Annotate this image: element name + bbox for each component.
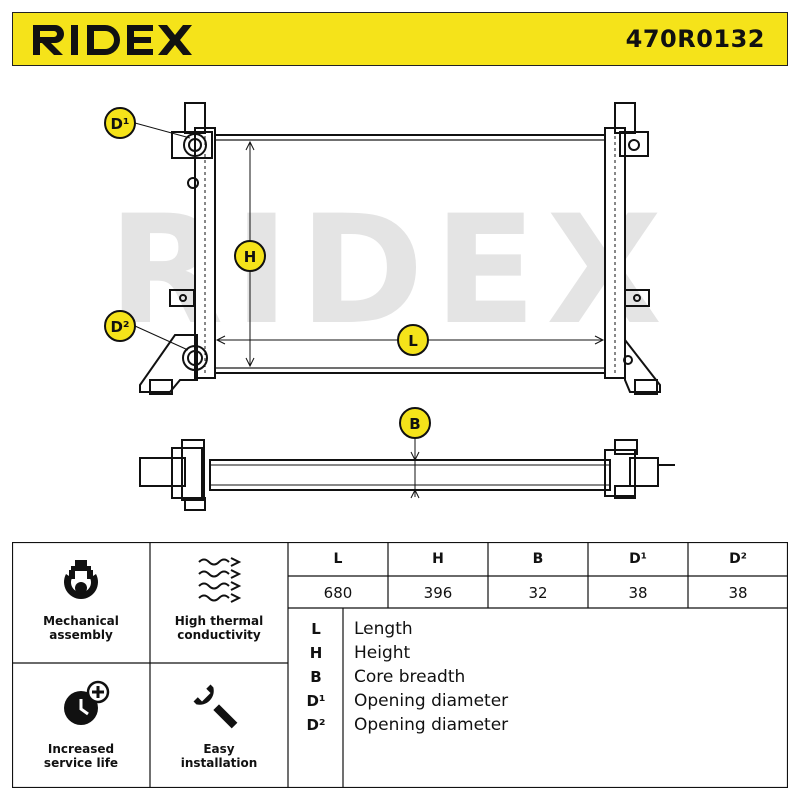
svg-text:H: H <box>244 248 257 266</box>
legend-desc: Core breadth <box>354 667 466 687</box>
dim-header-d2: D² <box>729 551 747 567</box>
dim-header-b: B <box>532 551 544 567</box>
dim-header-h: H <box>432 551 444 567</box>
side-view-core <box>209 459 611 491</box>
dim-header-l: L <box>333 551 343 567</box>
service-life-icon <box>64 680 110 725</box>
legend-desc: Length <box>354 619 413 639</box>
legend-key: B <box>310 668 322 686</box>
dim-value-d2: 38 <box>728 584 748 602</box>
mechanical-assembly-icon <box>64 560 98 599</box>
svg-text:B: B <box>409 415 420 433</box>
dim-value-h: 396 <box>423 584 453 602</box>
callout-d1: D¹ <box>104 107 136 139</box>
outlet-d2 <box>182 345 208 371</box>
thermal-icon <box>198 557 242 603</box>
dim-value-d1: 38 <box>628 584 648 602</box>
watermark: RIDEX <box>108 184 672 358</box>
wrench-icon <box>193 684 238 729</box>
legend-key: D² <box>306 716 326 734</box>
dim-value-b: 32 <box>528 584 548 602</box>
dim-header-d1: D¹ <box>629 551 647 567</box>
legend-desc: Height <box>354 643 411 663</box>
technical-drawing: RIDEX <box>0 66 800 542</box>
callout-h: H <box>234 240 266 272</box>
svg-text:D¹: D¹ <box>110 115 129 133</box>
legend-key: D¹ <box>306 692 326 710</box>
dim-value-l: 680 <box>323 584 353 602</box>
legend-key: H <box>309 644 323 662</box>
legend-desc: Opening diameter <box>354 691 509 711</box>
svg-text:L: L <box>408 332 418 350</box>
brand-logo <box>31 21 201 63</box>
callout-l: L <box>397 324 429 356</box>
legend-key: L <box>311 620 321 638</box>
callout-b: B <box>399 407 431 439</box>
legend-desc: Opening diameter <box>354 715 509 735</box>
header-bar: 470R0132 <box>12 12 788 66</box>
callout-d2: D² <box>104 310 136 342</box>
svg-text:D²: D² <box>110 318 129 336</box>
part-number: 470R0132 <box>625 25 765 53</box>
inlet-d1 <box>183 133 207 157</box>
